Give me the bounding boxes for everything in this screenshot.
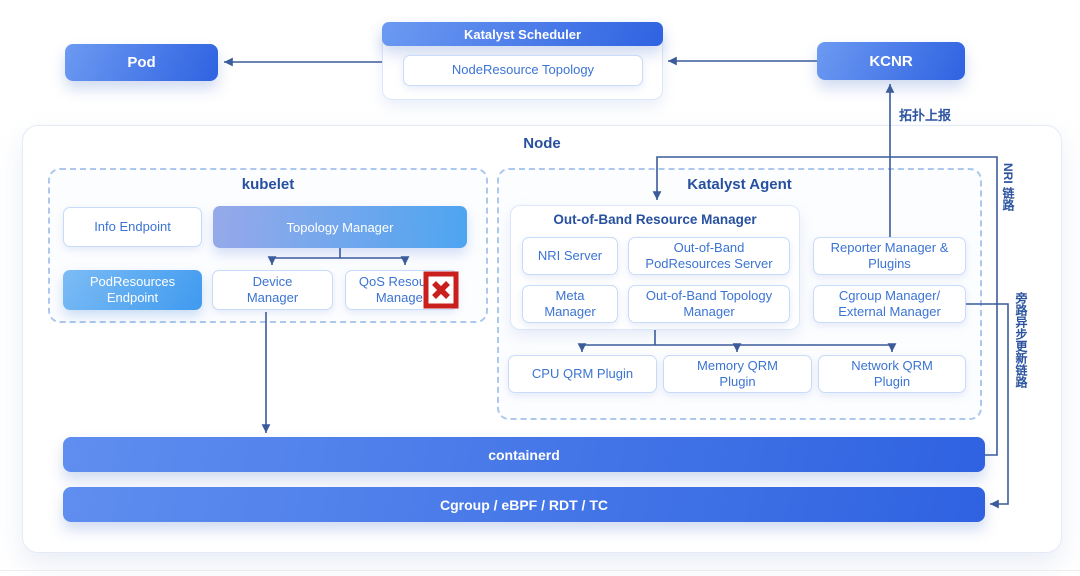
- katalyst-scheduler-header: Katalyst Scheduler: [382, 22, 663, 46]
- containerd-bar: containerd: [63, 437, 985, 472]
- qos-resource-manager-label: QoS Resource Manager: [358, 273, 445, 305]
- device-manager-label: Device Manager: [246, 273, 299, 305]
- oob-podresources-server-label: Out-of-Band PodResources Server: [645, 239, 773, 271]
- podresources-endpoint-label: PodResources Endpoint: [89, 273, 176, 305]
- pod-box: Pod: [65, 44, 218, 81]
- oob-topology-manager-box: Out-of-Band Topology Manager: [628, 285, 790, 323]
- noderesource-topology-box: NodeResource Topology: [403, 55, 643, 86]
- page-bottom-divider: [0, 570, 1080, 571]
- containerd-label: containerd: [488, 446, 560, 463]
- cpu-qrm-plugin-box: CPU QRM Plugin: [508, 355, 657, 393]
- nri-server-box: NRI Server: [522, 237, 618, 275]
- meta-manager-box: Meta Manager: [522, 285, 618, 323]
- memory-qrm-plugin-label: Memory QRM Plugin: [697, 357, 778, 389]
- katalyst-agent-title: Katalyst Agent: [687, 176, 792, 193]
- topology-manager-label: Topology Manager: [286, 219, 394, 235]
- kcnr-box: KCNR: [817, 42, 965, 80]
- device-manager-box: Device Manager: [212, 270, 333, 310]
- network-qrm-plugin-box: Network QRM Plugin: [818, 355, 966, 393]
- noderesource-topology-label: NodeResource Topology: [451, 62, 595, 78]
- bypass-async-link-label: 旁路异步更新链路: [1014, 292, 1028, 388]
- cpu-qrm-plugin-label: CPU QRM Plugin: [531, 365, 634, 381]
- reporter-manager-label: Reporter Manager & Plugins: [830, 239, 949, 271]
- oob-podresources-server-box: Out-of-Band PodResources Server: [628, 237, 790, 275]
- info-endpoint-box: Info Endpoint: [63, 207, 202, 247]
- nri-link-label: NRI 链路: [1001, 163, 1015, 211]
- disabled-cross-icon: [423, 271, 459, 309]
- kubelet-title: kubelet: [241, 176, 295, 193]
- memory-qrm-plugin-box: Memory QRM Plugin: [663, 355, 812, 393]
- network-qrm-plugin-label: Network QRM Plugin: [851, 357, 933, 389]
- info-endpoint-label: Info Endpoint: [94, 218, 171, 234]
- cgroup-manager-label: Cgroup Manager/ External Manager: [838, 287, 941, 319]
- nri-server-label: NRI Server: [537, 247, 603, 263]
- podresources-endpoint-box: PodResources Endpoint: [63, 270, 202, 310]
- cgroup-ebpf-bar: Cgroup / eBPF / RDT / TC: [63, 487, 985, 522]
- cgroup-ebpf-label: Cgroup / eBPF / RDT / TC: [440, 496, 608, 513]
- kcnr-label: KCNR: [869, 52, 913, 70]
- katalyst-scheduler-title: Katalyst Scheduler: [463, 26, 582, 42]
- node-title: Node: [523, 135, 561, 152]
- cgroup-manager-box: Cgroup Manager/ External Manager: [813, 285, 966, 323]
- oob-topology-manager-label: Out-of-Band Topology Manager: [645, 287, 773, 319]
- topology-manager-box: Topology Manager: [213, 206, 467, 248]
- topology-report-label: 拓扑上报: [899, 108, 952, 123]
- meta-manager-label: Meta Manager: [544, 287, 596, 319]
- oorm-title: Out-of-Band Resource Manager: [553, 212, 757, 227]
- pod-label: Pod: [127, 54, 156, 71]
- reporter-manager-box: Reporter Manager & Plugins: [813, 237, 966, 275]
